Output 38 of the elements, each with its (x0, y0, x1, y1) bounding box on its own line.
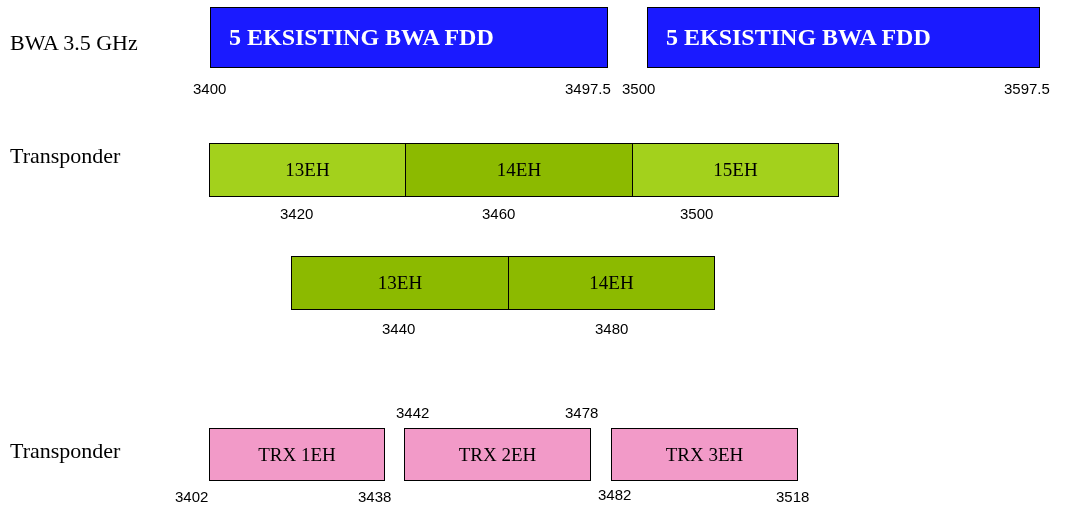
frequency-label: 3438 (358, 488, 392, 505)
frequency-label: 3402 (175, 488, 209, 505)
band-box (210, 7, 608, 68)
frequency-label: 3480 (595, 320, 629, 337)
frequency-label: 3597.5 (1004, 80, 1050, 97)
band-label: 13EH (285, 159, 330, 181)
band-box (611, 428, 798, 481)
band-label: 13EH (377, 272, 423, 294)
frequency-label: 3420 (280, 205, 314, 222)
band-label: 5 EKSISTING BWA FDD (229, 24, 494, 51)
frequency-label: 3400 (193, 80, 227, 97)
band-label: 14EH (496, 159, 542, 181)
band-label: 5 EKSISTING BWA FDD (666, 24, 931, 51)
frequency-label: 3518 (776, 488, 810, 505)
band-box (632, 143, 839, 197)
band-box (209, 143, 406, 197)
band-label: 14EH (589, 272, 634, 294)
frequency-label: 3482 (598, 486, 632, 503)
frequency-label: 3500 (622, 80, 656, 97)
row-label: Transponder (10, 438, 122, 464)
frequency-label: 3460 (482, 205, 516, 222)
row-label: Transponder (10, 143, 122, 169)
band-label: TRX 3EH (665, 443, 744, 466)
band-box (647, 7, 1040, 68)
band-box (508, 256, 715, 310)
band-box (404, 428, 591, 481)
frequency-label: 3478 (565, 404, 599, 421)
band-label: TRX 1EH (258, 443, 336, 466)
frequency-label: 3500 (680, 205, 714, 222)
band-box (209, 428, 385, 481)
band-box (291, 256, 509, 310)
band-label: 15EH (713, 159, 758, 181)
row-label: BWA 3.5 GHz (10, 30, 138, 56)
frequency-label: 3497.5 (565, 80, 611, 97)
band-box (405, 143, 633, 197)
frequency-label: 3442 (396, 404, 430, 421)
frequency-label: 3440 (382, 320, 416, 337)
band-label: TRX 2EH (458, 443, 537, 466)
